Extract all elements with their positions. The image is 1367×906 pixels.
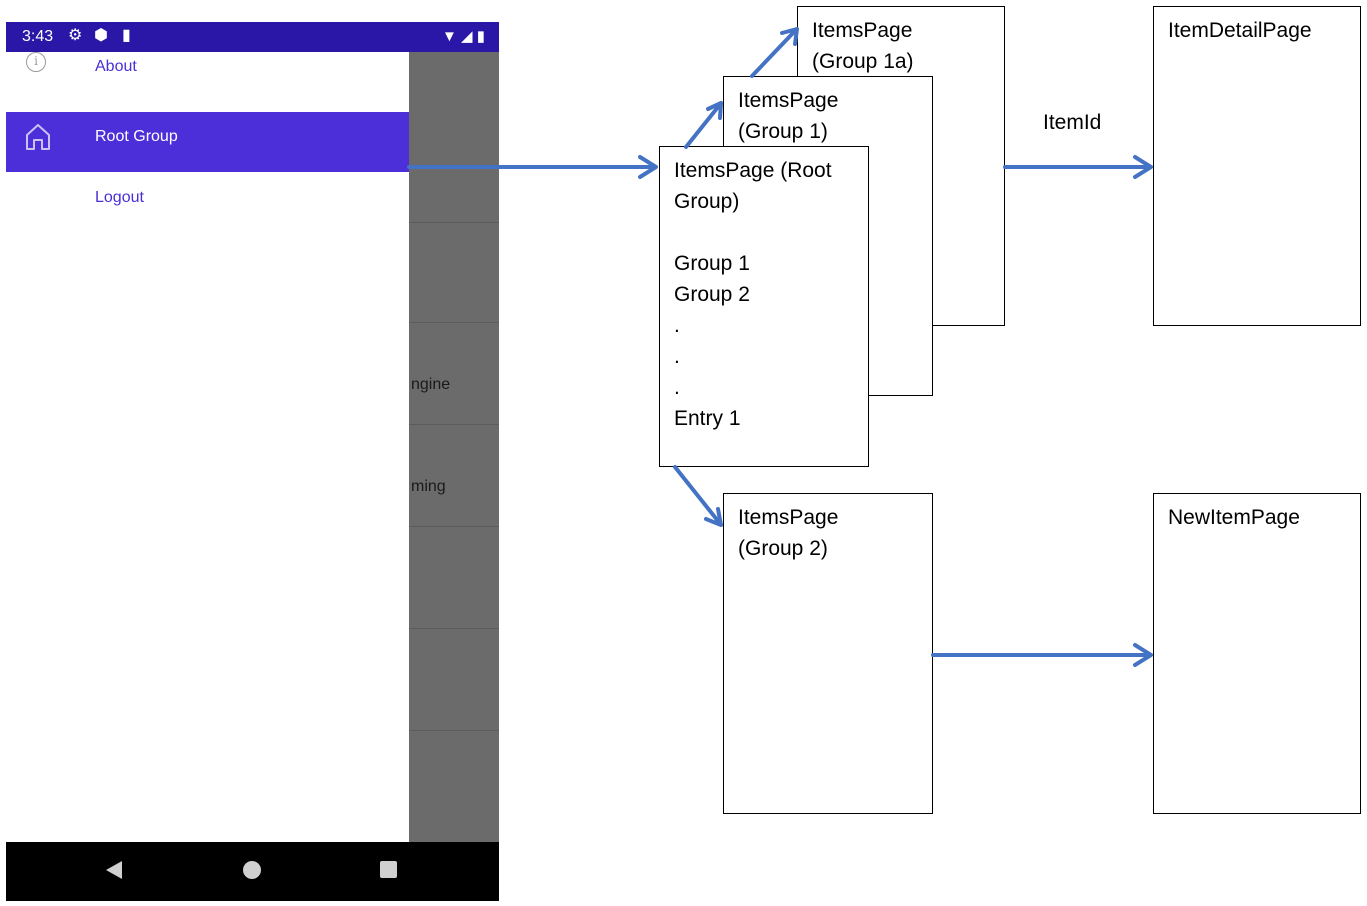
status-bar: 3:43 ⚙ ⬢ ▮ ▼ ◢ ▮: [6, 22, 499, 52]
list-item-text: ngine: [411, 376, 451, 393]
page-title: ItemDetailPage: [1168, 19, 1312, 42]
phone-screenshot: 3:43 ⚙ ⬢ ▮ ▼ ◢ ▮ ngine ming i About: [6, 22, 499, 901]
arrow-head: [780, 27, 799, 46]
info-icon: i: [26, 52, 46, 72]
flyout-menu: i About Root Group Logout: [6, 52, 409, 842]
arrow-head: [704, 507, 723, 527]
new-item-page-box: NewItemPage: [1153, 493, 1361, 814]
menu-item-root-group[interactable]: Root Group: [6, 112, 409, 172]
recents-icon[interactable]: [380, 861, 397, 878]
page-title: NewItemPage: [1168, 506, 1300, 529]
menu-item-label: Logout: [95, 189, 144, 206]
menu-item-label: About: [95, 58, 137, 75]
android-nav-bar: [6, 842, 499, 901]
list-divider: [409, 424, 499, 425]
arrow-head: [1133, 155, 1153, 179]
page-title: ItemsPage (Group 2): [738, 506, 839, 560]
settings-icon: ⚙: [68, 27, 83, 44]
list-item-text: ming: [411, 478, 446, 495]
wifi-icon: ▼: [441, 28, 457, 45]
list-divider: [409, 730, 499, 731]
arrow-head: [638, 155, 658, 179]
item-detail-page-box: ItemDetailPage: [1153, 6, 1361, 326]
items-page-group-2-box: ItemsPage (Group 2): [723, 493, 933, 814]
list-divider: [409, 628, 499, 629]
arrow-head: [706, 101, 723, 120]
shield-icon: ⬢: [94, 27, 108, 44]
status-indicators: ▼ ◢ ▮: [442, 27, 485, 45]
page-title: ItemsPage (Group 1a): [812, 19, 914, 73]
item-id-edge-label: ItemId: [1043, 111, 1102, 134]
background-page-peek: ngine ming: [409, 52, 499, 842]
page-title: ItemsPage (Group 1): [738, 89, 839, 143]
status-time: 3:43: [22, 28, 54, 45]
battery-icon: ▮: [476, 28, 485, 45]
arrow-root-to-group-1: [684, 105, 720, 149]
menu-item-logout[interactable]: Logout: [6, 172, 409, 232]
arrow-root-to-group-2: [673, 465, 720, 523]
arrow-group-1-to-group-1a: [750, 31, 795, 78]
back-icon[interactable]: [106, 861, 122, 879]
list-divider: [409, 222, 499, 223]
list-divider: [409, 526, 499, 527]
home-button-icon[interactable]: [243, 861, 261, 879]
menu-item-about[interactable]: i About: [6, 42, 409, 102]
sd-card-icon: ▮: [122, 27, 131, 44]
home-icon: [24, 122, 52, 157]
arrow-head: [1133, 643, 1153, 667]
menu-item-label: Root Group: [95, 128, 178, 145]
page-title: ItemsPage (Root Group) Group 1 Group 2 .…: [674, 159, 832, 430]
list-divider: [409, 322, 499, 323]
signal-icon: ◢: [461, 28, 473, 45]
items-page-root-group-box: ItemsPage (Root Group) Group 1 Group 2 .…: [659, 146, 869, 467]
